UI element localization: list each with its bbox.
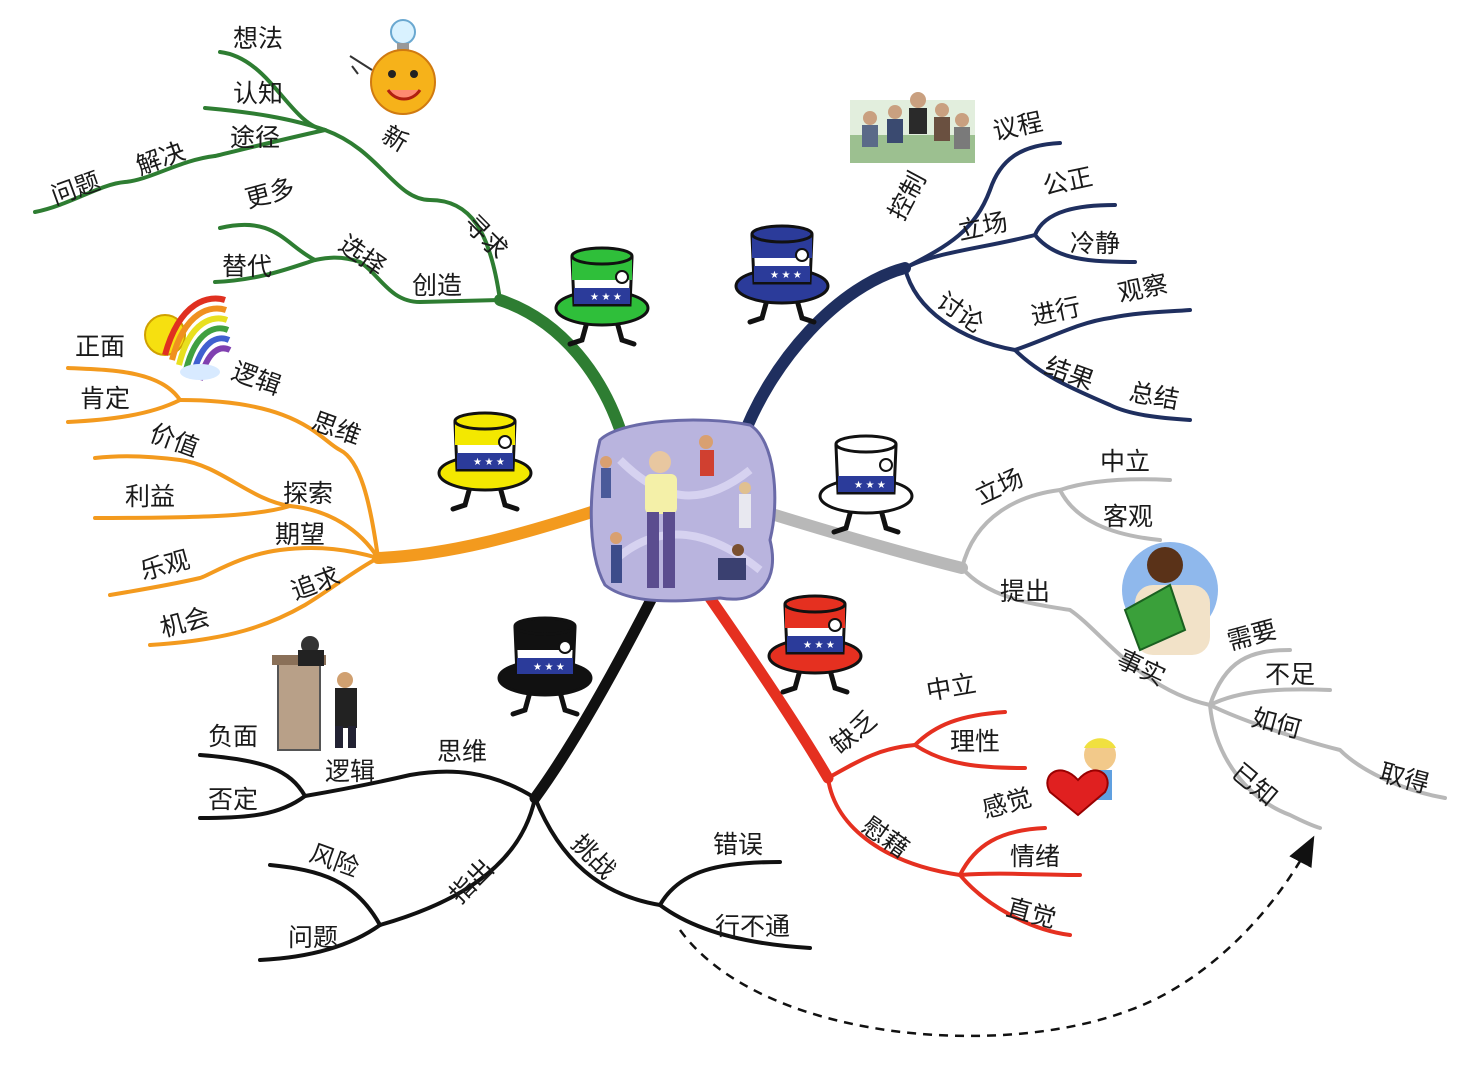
label-navy-fair: 公正: [1040, 162, 1095, 201]
label-gray-propose: 提出: [1000, 577, 1050, 606]
green-hat-icon: ★ ★ ★: [554, 246, 650, 344]
white-hat-icon: ★ ★ ★: [818, 434, 914, 532]
svg-text:★ ★ ★: ★ ★ ★: [854, 480, 886, 491]
label-orange-expect: 期望: [275, 520, 325, 549]
label-green-seek: 寻求: [458, 209, 514, 265]
lightbulb-sun-icon: [349, 19, 436, 115]
label-green-alternative: 替代: [222, 252, 272, 281]
label-gray-how: 如何: [1248, 703, 1304, 744]
svg-text:★ ★ ★: ★ ★ ★: [803, 640, 835, 651]
boy-heart-icon: [1046, 738, 1116, 817]
label-gray-objective: 客观: [1103, 502, 1153, 531]
label-navy-control: 控制: [883, 167, 932, 225]
label-orange-opportunity: 机会: [157, 602, 213, 643]
label-red-emotion: 情绪: [1010, 842, 1060, 871]
label-orange-thinking: 思维: [308, 406, 365, 450]
svg-text:★ ★ ★: ★ ★ ★: [590, 292, 622, 303]
navy-main-branch: [734, 262, 911, 451]
label-green-cognition: 认知: [233, 79, 283, 108]
label-navy-summary: 总结: [1127, 377, 1181, 414]
gray-main-branch: [769, 509, 968, 574]
svg-text:★ ★ ★: ★ ★ ★: [770, 270, 802, 281]
gray-branch-lines: [960, 477, 1447, 830]
black-hat-icon: ★ ★ ★: [497, 616, 593, 714]
label-orange-affirm: 肯定: [80, 384, 130, 413]
label-gray-insufficient: 不足: [1265, 660, 1315, 689]
label-navy-observe: 观察: [1115, 269, 1170, 308]
label-navy-result: 结果: [1041, 351, 1098, 395]
blue-hat-icon: ★ ★ ★: [734, 224, 830, 322]
svg-text:★ ★ ★: ★ ★ ★: [533, 662, 565, 673]
label-navy-calm: 冷静: [1070, 229, 1120, 258]
businessman-book-icon: [1122, 542, 1218, 655]
navy-branch-lines: [903, 141, 1192, 422]
black-main-branch: [529, 586, 661, 804]
label-orange-benefit: 利益: [125, 482, 175, 511]
orange-branch-lines: [66, 366, 380, 647]
svg-text:★ ★ ★: ★ ★ ★: [473, 457, 505, 468]
black-branch-lines: [198, 753, 812, 962]
label-orange-logic: 逻辑: [228, 356, 285, 400]
label-red-intuition: 直觉: [1003, 893, 1059, 934]
label-black-risk: 风险: [306, 838, 363, 882]
label-navy-agenda: 议程: [990, 107, 1045, 146]
red-branch-lines: [826, 710, 1082, 937]
label-black-thinking: 思维: [437, 737, 487, 766]
label-green-problem: 问题: [47, 166, 104, 210]
label-black-error: 错误: [713, 830, 763, 859]
label-green-idea: 想法: [233, 24, 283, 53]
label-gray-position: 立场: [970, 463, 1028, 510]
central-people-collage-icon: [589, 418, 777, 603]
label-red-comfort: 慰藉: [857, 811, 915, 863]
meeting-people-icon: [850, 92, 975, 163]
label-red-rational: 理性: [950, 727, 1000, 756]
label-gray-obtain: 取得: [1376, 758, 1432, 799]
label-black-point-out: 指出: [444, 853, 500, 909]
label-gray-neutral: 中立: [1100, 447, 1150, 476]
label-red-lack: 缺乏: [825, 705, 882, 759]
rainbow-sun-icon: [144, 295, 232, 381]
label-black-logic: 逻辑: [325, 757, 375, 786]
yellow-hat-icon: ★ ★ ★: [437, 411, 533, 509]
label-orange-explore: 探索: [283, 479, 333, 508]
label-navy-position: 立场: [955, 207, 1010, 246]
label-black-negative: 负面: [208, 722, 258, 751]
label-red-feeling: 感觉: [979, 783, 1035, 824]
label-green-choose: 选择: [334, 229, 392, 281]
label-gray-known: 已知: [1226, 757, 1283, 811]
label-black-deny: 否定: [208, 785, 258, 814]
judge-court-icon: [272, 636, 357, 751]
label-green-new: 新: [377, 120, 413, 158]
red-main-branch: [704, 592, 834, 784]
label-black-challenge: 挑战: [566, 829, 622, 885]
label-black-infeasible: 行不通: [715, 912, 790, 941]
label-red-neutral: 中立: [924, 669, 978, 706]
label-orange-positive: 正面: [75, 332, 125, 361]
label-black-problem: 问题: [288, 923, 338, 952]
label-green-create: 创造: [412, 271, 462, 300]
red-hat-icon: ★ ★ ★: [767, 594, 863, 692]
label-green-more: 更多: [242, 173, 298, 214]
green-main-branch: [494, 294, 631, 451]
label-green-approach: 途径: [230, 123, 280, 152]
green-branch-lines: [33, 50, 502, 305]
orange-main-branch: [372, 504, 604, 564]
